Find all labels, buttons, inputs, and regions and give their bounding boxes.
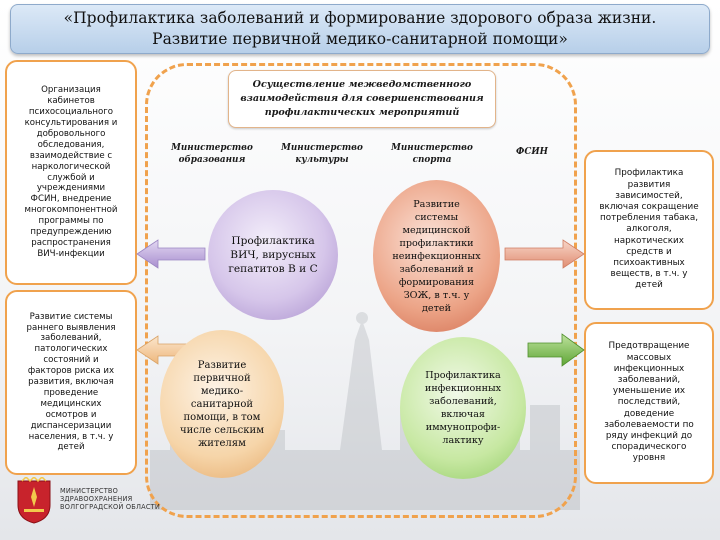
circle-ncd-prevention: Развитие системы медицинской профилактик… — [373, 180, 500, 332]
ministry-footer: МИНИСТЕРСТВО ЗДРАВООХРАНЕНИЯ ВОЛГОГРАДСК… — [60, 487, 190, 511]
title-line-1: «Профилактика заболеваний и формирование… — [63, 9, 657, 27]
page-title: «Профилактика заболеваний и формирование… — [10, 4, 710, 54]
ministry-education: Министерство образования — [171, 143, 253, 165]
right-box-infection-prevention: Предотвращение массовых инфекционных заб… — [584, 322, 714, 484]
circle-inf-text: Профилактика инфекционных заболеваний, в… — [424, 370, 502, 446]
circle-hiv-prevention: Профилактика ВИЧ, вирусных гепатитов В и… — [208, 190, 338, 320]
interagency-text: Осуществление межведомственного взаимоде… — [240, 79, 484, 118]
right-box-2-text: Предотвращение массовых инфекционных заб… — [604, 341, 694, 464]
left-box-early-detection: Развитие системы раннего выявления забол… — [5, 290, 137, 475]
volgograd-emblem-icon — [17, 477, 51, 524]
ministry-fsin: ФСИН — [516, 147, 548, 157]
right-box-addiction-prevention: Профилактика развития зависимостей, вклю… — [584, 150, 714, 310]
title-line-2: Развитие первичной медико-санитарной пом… — [152, 30, 568, 48]
circle-hiv-text: Профилактика ВИЧ, вирусных гепатитов В и… — [228, 235, 318, 275]
circle-ncd-text: Развитие системы медицинской профилактик… — [392, 198, 481, 314]
left-box-hiv-counseling: Организация кабинетов психосоциального к… — [5, 60, 137, 285]
circle-primary-care: Развитие первичной медико- санитарной по… — [160, 330, 284, 478]
footer-line-2: ЗДРАВООХРАНЕНИЯ — [60, 495, 133, 503]
left-box-1-text: Организация кабинетов психосоциального к… — [24, 85, 118, 259]
ministry-sport: Министерство спорта — [391, 143, 473, 165]
circle-pmsp-text: Развитие первичной медико- санитарной по… — [180, 359, 264, 449]
circle-infection-prevention: Профилактика инфекционных заболеваний, в… — [400, 337, 526, 479]
footer-line-1: МИНИСТЕРСТВО — [60, 487, 119, 495]
interagency-box: Осуществление межведомственного взаимоде… — [228, 70, 496, 128]
footer-line-3: ВОЛГОГРАДСКОЙ ОБЛАСТИ — [60, 503, 160, 511]
left-box-2-text: Развитие системы раннего выявления забол… — [26, 311, 116, 453]
main-dashed-frame — [145, 63, 577, 518]
ministry-culture: Министерство культуры — [281, 143, 363, 165]
right-box-1-text: Профилактика развития зависимостей, вклю… — [599, 168, 699, 291]
